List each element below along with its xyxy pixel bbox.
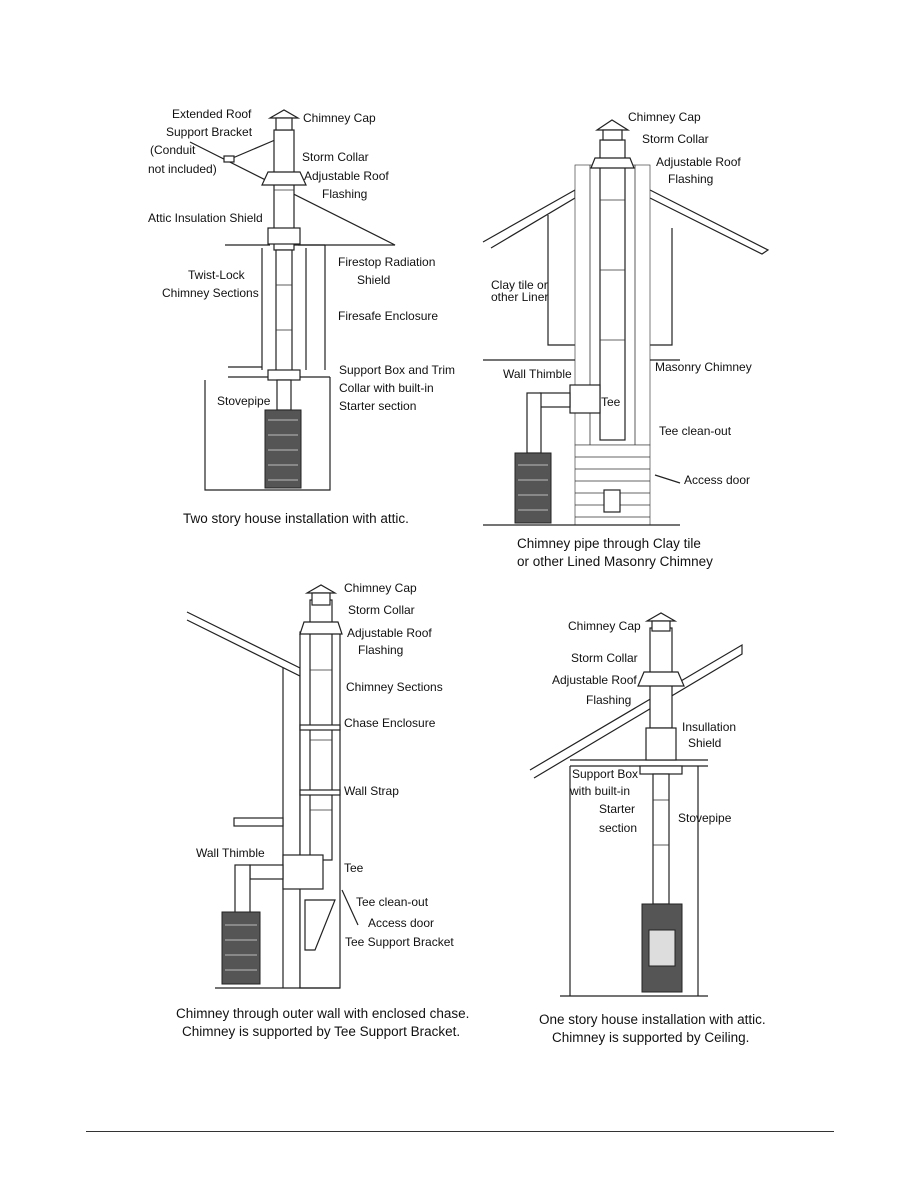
label-tee-bracket: Tee Support Bracket (345, 935, 454, 949)
label-starter: Starter section (339, 399, 416, 413)
label-storm-collar-2: Storm Collar (642, 132, 709, 146)
label-flashing-2: Flashing (668, 172, 713, 186)
label-access-door-2: Access door (684, 473, 750, 487)
caption-outer-wall-line1: Chimney through outer wall with enclosed… (176, 1006, 469, 1021)
label-chase: Chase Enclosure (344, 716, 436, 730)
storm-collar-shape (261, 171, 307, 186)
diagram-one-story: Chimney Cap Storm Collar Adjustable Roof… (529, 612, 766, 1045)
label-flashing: Flashing (322, 187, 367, 201)
label-twist-lock: Twist-Lock (188, 268, 246, 282)
label-firesafe: Firesafe Enclosure (338, 309, 438, 323)
label-attic-shield: Attic Insulation Shield (148, 211, 263, 225)
tee-bracket-shape (304, 899, 336, 951)
caption-masonry-line1: Chimney pipe through Clay tile (517, 536, 701, 551)
diagram-outer-wall: Chimney Cap Storm Collar Adjustable Roof… (176, 581, 469, 1039)
label-chimney-sections-3: Chimney Sections (346, 680, 443, 694)
insulation-shield-shape (645, 727, 677, 761)
diagram-masonry: Chimney Cap Storm Collar Adjustable Roof… (482, 110, 770, 569)
access-door-shape (603, 489, 621, 513)
label-wall-thimble-3: Wall Thimble (196, 846, 265, 860)
label-insulation: Insullation (682, 720, 736, 734)
label-access-door-3: Access door (368, 916, 434, 930)
label-flashing-3: Flashing (358, 643, 403, 657)
bracket-foot (223, 155, 235, 163)
label-chimney-cap: Chimney Cap (303, 111, 376, 125)
label-chimney-cap-3: Chimney Cap (344, 581, 417, 595)
label-chimney-cap-4: Chimney Cap (568, 619, 641, 633)
stove-shape-3 (221, 911, 261, 985)
chimney-pipe-lower (275, 249, 293, 376)
label-shield: Shield (357, 273, 390, 287)
label-not-included: not included) (148, 162, 217, 176)
roof-left (482, 188, 576, 249)
label-stovepipe: Stovepipe (217, 394, 271, 408)
label-extended-roof: Extended Roof (172, 107, 252, 121)
label-with-builtin: with built-in (569, 784, 630, 798)
label-support-box-4: Support Box (572, 767, 638, 781)
stove-shape (264, 409, 302, 489)
wall-strap-1 (299, 724, 341, 731)
label-storm-collar: Storm Collar (302, 150, 369, 164)
label-collar-builtin: Collar with built-in (339, 381, 434, 395)
label-tee-cleanout-2: Tee clean-out (659, 424, 732, 438)
label-chimney-cap-2: Chimney Cap (628, 110, 701, 124)
label-support-box: Support Box and Trim (339, 363, 455, 377)
stovepipe-4 (652, 773, 670, 905)
label-storm-collar-4: Storm Collar (571, 651, 638, 665)
caption-one-story-line1: One story house installation with attic. (539, 1012, 766, 1027)
label-shield-4: Shield (688, 736, 721, 750)
label-tee-2: Tee (601, 395, 621, 409)
label-adjustable-roof-4: Adjustable Roof (552, 673, 637, 687)
label-conduit: (Conduit (150, 143, 196, 157)
label-adjustable-roof-2: Adjustable Roof (656, 155, 741, 169)
stove-shape-2 (514, 452, 552, 524)
label-other-liner: other Liner (491, 290, 548, 304)
footer-rule (86, 1131, 834, 1132)
wall-thimble-shape (569, 384, 601, 414)
label-tee-3: Tee (344, 861, 364, 875)
tee-shape (282, 854, 324, 890)
roof-bracket (227, 139, 276, 161)
caption-two-story: Two story house installation with attic. (183, 511, 409, 526)
label-firestop: Firestop Radiation (338, 255, 435, 269)
label-stovepipe-4: Stovepipe (678, 811, 732, 825)
attic-shield-shape (267, 227, 301, 245)
support-box-shape (267, 369, 301, 381)
label-adjustable-roof: Adjustable Roof (304, 169, 389, 183)
label-tee-cleanout-3: Tee clean-out (356, 895, 429, 909)
label-chimney-sections: Chimney Sections (162, 286, 259, 300)
caption-one-story-line2: Chimney is supported by Ceiling. (552, 1030, 749, 1045)
label-support-bracket: Support Bracket (166, 125, 253, 139)
label-flashing-4: Flashing (586, 693, 631, 707)
label-wall-strap: Wall Strap (344, 784, 399, 798)
caption-masonry-line2: or other Lined Masonry Chimney (517, 554, 713, 569)
support-box-4 (639, 765, 683, 775)
caption-outer-wall-line2: Chimney is supported by Tee Support Brac… (182, 1024, 460, 1039)
label-masonry: Masonry Chimney (655, 360, 752, 374)
label-wall-thimble-2: Wall Thimble (503, 367, 572, 381)
diagram-two-story: Extended Roof Support Bracket (Conduit n… (148, 107, 455, 526)
label-section-4: section (599, 821, 637, 835)
label-starter-4: Starter (599, 802, 635, 816)
label-clay-tile: Clay tile or (491, 278, 548, 292)
label-storm-collar-3: Storm Collar (348, 603, 415, 617)
wall-strap-2 (299, 789, 341, 796)
label-adjustable-roof-3: Adjustable Roof (347, 626, 432, 640)
liner-pipe (599, 139, 626, 441)
chimney-cap-shape (267, 109, 301, 119)
